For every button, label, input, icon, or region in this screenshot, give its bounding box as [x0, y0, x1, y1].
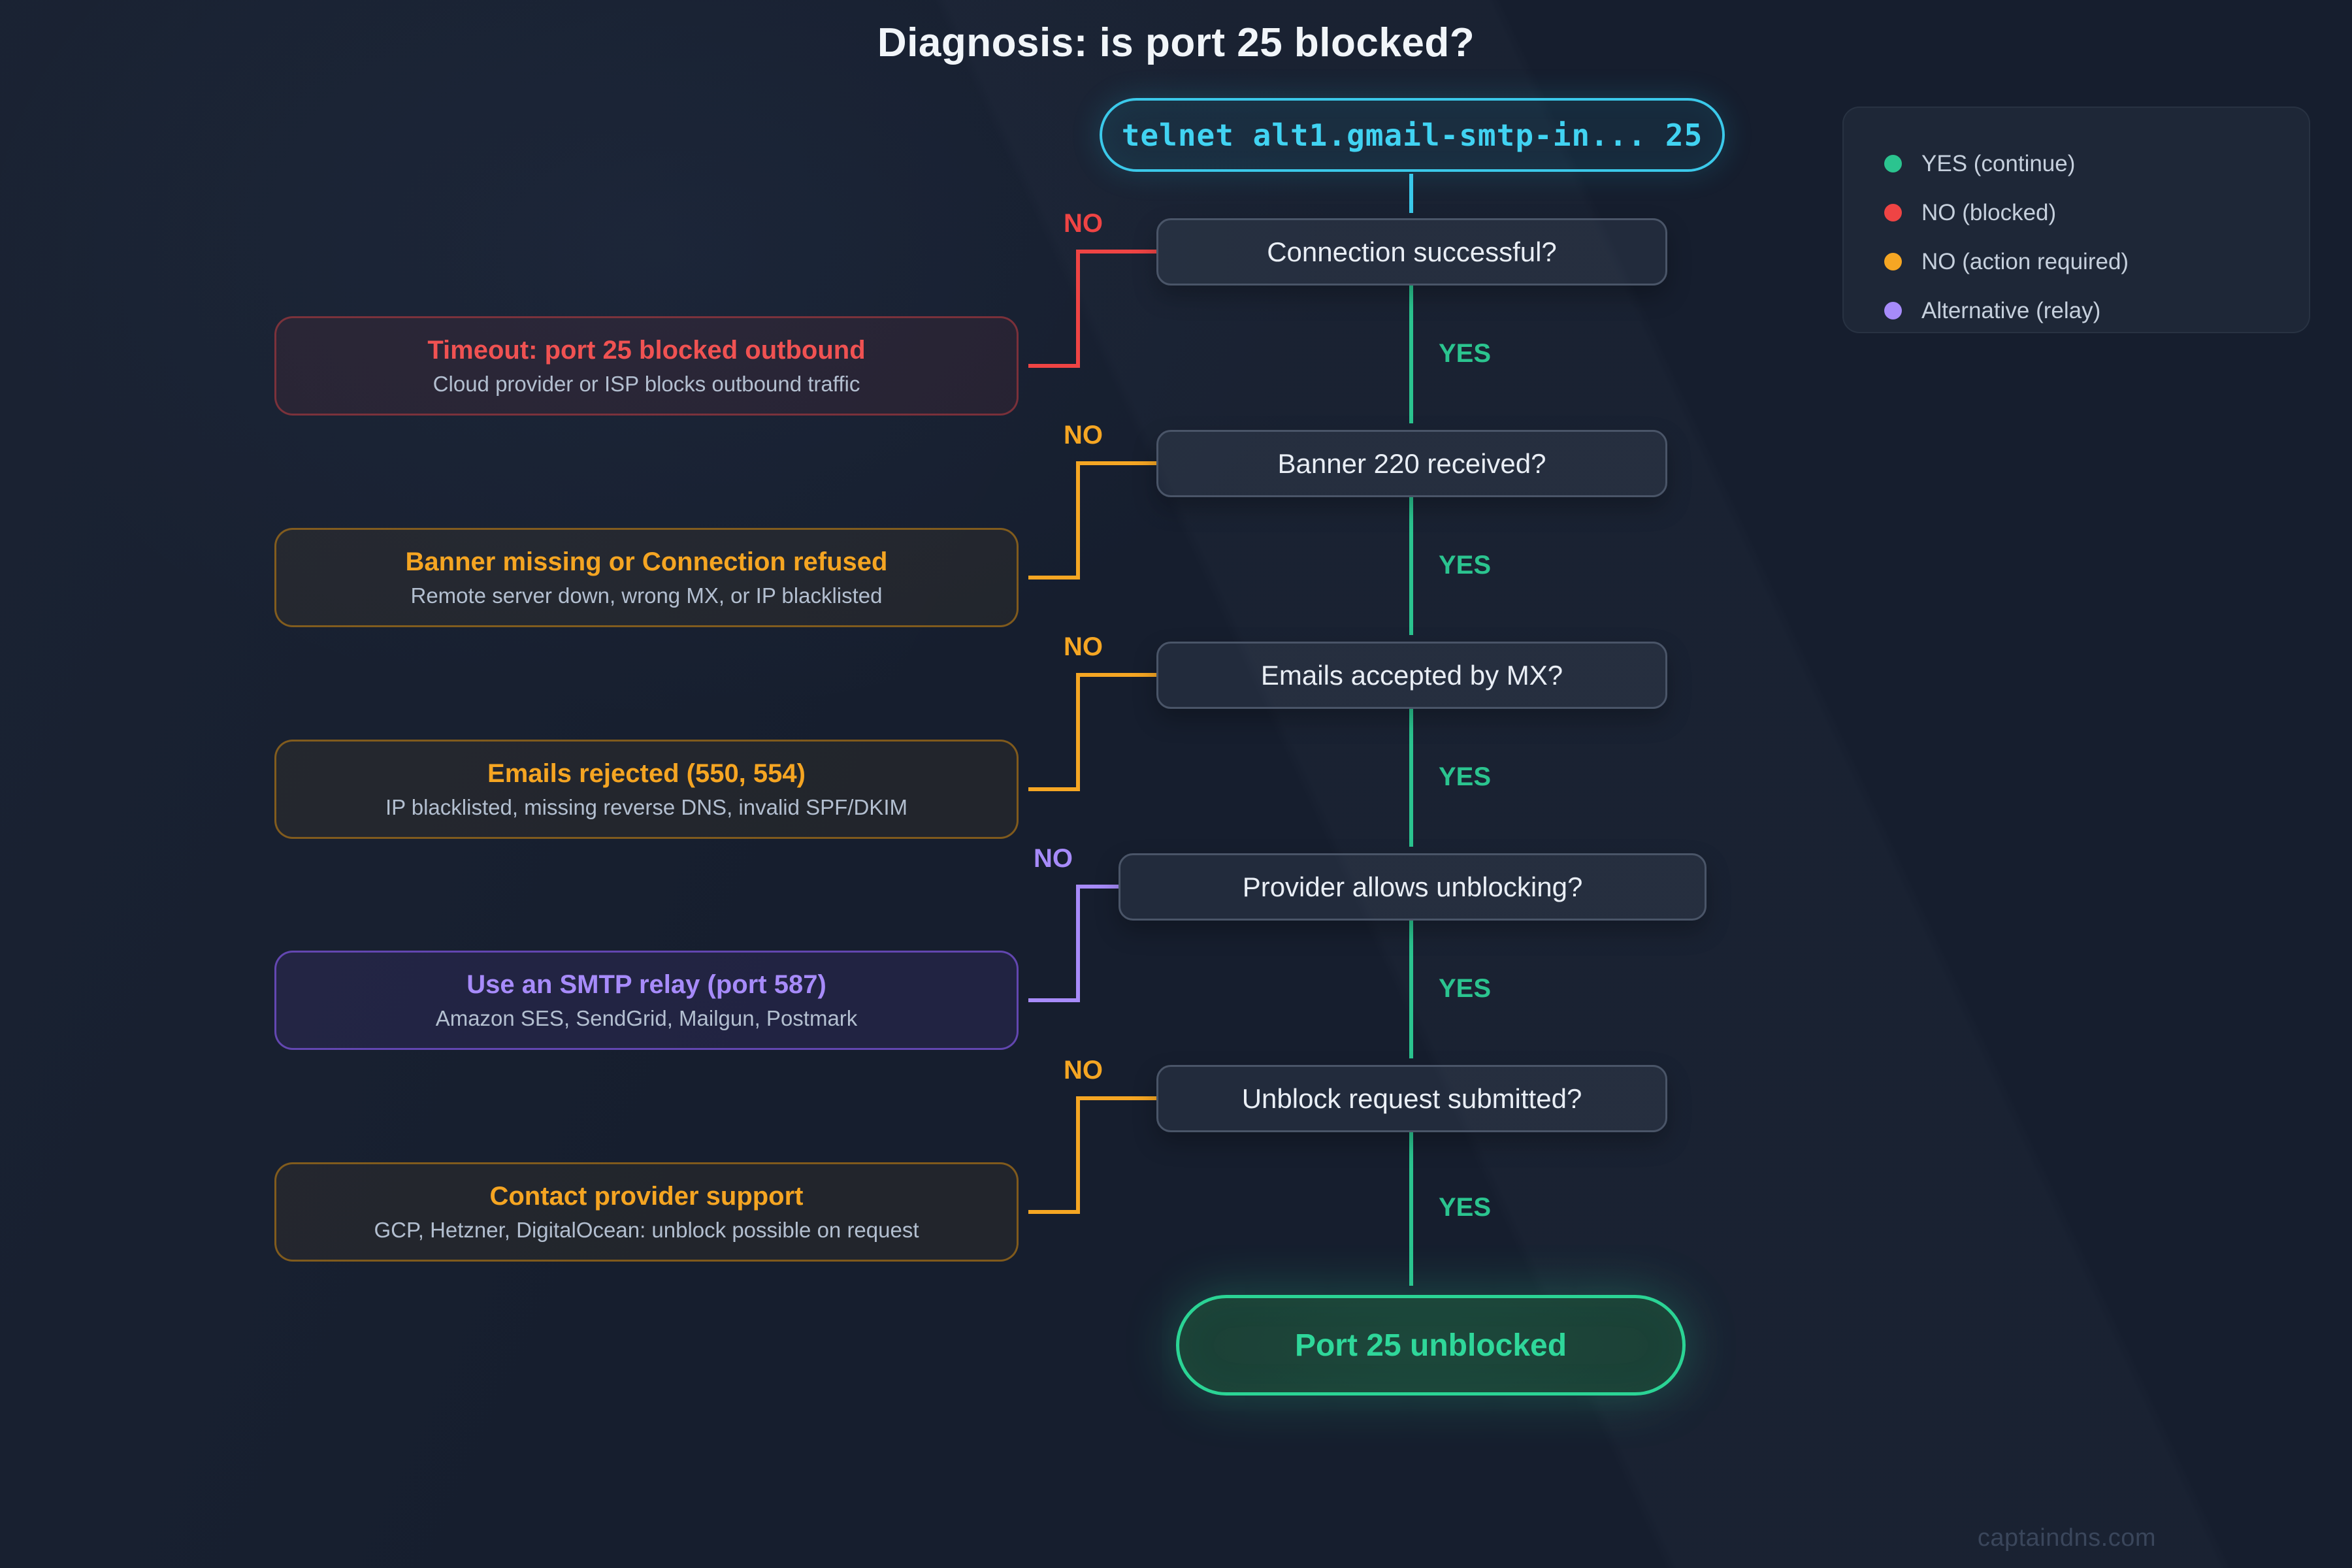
result-title: Timeout: port 25 blocked outbound — [427, 335, 866, 365]
legend-label: Alternative (relay) — [1921, 297, 2101, 323]
yes-label-5: YES — [1439, 1193, 1492, 1222]
edge-no-5 — [1028, 1096, 1158, 1214]
decision-unblock-request-submitted: Unblock request submitted? — [1156, 1065, 1667, 1132]
no-label-2: NO — [1064, 421, 1103, 449]
legend-dot-relay-icon — [1884, 302, 1902, 319]
end-node-port-25-unblocked: Port 25 unblocked — [1176, 1295, 1686, 1396]
no-label-3: NO — [1064, 632, 1103, 661]
legend-label: YES (continue) — [1921, 150, 2076, 176]
legend-item-alternative: Alternative (relay) — [1884, 286, 2309, 335]
no-label-4: NO — [1034, 844, 1073, 873]
decision-emails-accepted: Emails accepted by MX? — [1156, 642, 1667, 709]
result-title: Emails rejected (550, 554) — [487, 759, 806, 788]
yes-label-2: YES — [1439, 551, 1492, 580]
result-subtitle: Cloud provider or ISP blocks outbound tr… — [433, 371, 860, 396]
result-banner-missing: Banner missing or Connection refused Rem… — [274, 528, 1019, 627]
terminal-command-node: telnet alt1.gmail-smtp-in... 25 — [1100, 98, 1725, 172]
decision-banner-220-received: Banner 220 received? — [1156, 430, 1667, 497]
legend-dot-blocked-icon — [1884, 204, 1902, 221]
watermark: captaindns.com — [1977, 1524, 2156, 1552]
legend-item-yes: YES (continue) — [1884, 139, 2309, 188]
legend-label: NO (blocked) — [1921, 199, 2057, 225]
decision-label: Emails accepted by MX? — [1260, 659, 1563, 691]
result-title: Contact provider support — [489, 1181, 804, 1211]
edge-no-4 — [1028, 885, 1119, 1002]
legend-label: NO (action required) — [1921, 248, 2129, 274]
end-node-label: Port 25 unblocked — [1294, 1328, 1567, 1363]
legend-dot-action-icon — [1884, 253, 1902, 270]
no-label-5: NO — [1064, 1056, 1103, 1085]
result-title: Use an SMTP relay (port 587) — [466, 970, 826, 999]
no-label-1: NO — [1064, 209, 1103, 238]
result-contact-support: Contact provider support GCP, Hetzner, D… — [274, 1162, 1019, 1262]
decision-connection-successful: Connection successful? — [1156, 218, 1667, 286]
decision-label: Connection successful? — [1267, 236, 1557, 267]
decision-label: Banner 220 received? — [1277, 448, 1546, 479]
result-subtitle: IP blacklisted, missing reverse DNS, inv… — [385, 794, 907, 819]
decision-provider-allows-unblocking: Provider allows unblocking? — [1119, 853, 1707, 921]
decision-label: Unblock request submitted? — [1241, 1083, 1582, 1114]
yes-label-1: YES — [1439, 339, 1492, 368]
edge-no-3 — [1028, 673, 1158, 791]
result-subtitle: Amazon SES, SendGrid, Mailgun, Postmark — [435, 1005, 858, 1030]
legend-dot-yes-icon — [1884, 155, 1902, 172]
edge-no-2 — [1028, 461, 1158, 580]
result-emails-rejected: Emails rejected (550, 554) IP blackliste… — [274, 740, 1019, 839]
yes-label-4: YES — [1439, 974, 1492, 1003]
decision-label: Provider allows unblocking? — [1242, 871, 1583, 902]
page-title: Diagnosis: is port 25 blocked? — [877, 20, 1475, 65]
legend-item-no-action: NO (action required) — [1884, 237, 2309, 286]
legend-item-no-blocked: NO (blocked) — [1884, 188, 2309, 237]
result-timeout-blocked: Timeout: port 25 blocked outbound Cloud … — [274, 316, 1019, 416]
edge-no-1 — [1028, 250, 1158, 368]
yes-label-3: YES — [1439, 762, 1492, 791]
terminal-command-text: telnet alt1.gmail-smtp-in... 25 — [1121, 117, 1703, 153]
result-subtitle: GCP, Hetzner, DigitalOcean: unblock poss… — [374, 1217, 919, 1242]
legend: YES (continue) NO (blocked) NO (action r… — [1842, 106, 2310, 333]
result-title: Banner missing or Connection refused — [405, 547, 888, 576]
result-subtitle: Remote server down, wrong MX, or IP blac… — [410, 583, 883, 608]
result-smtp-relay: Use an SMTP relay (port 587) Amazon SES,… — [274, 951, 1019, 1050]
